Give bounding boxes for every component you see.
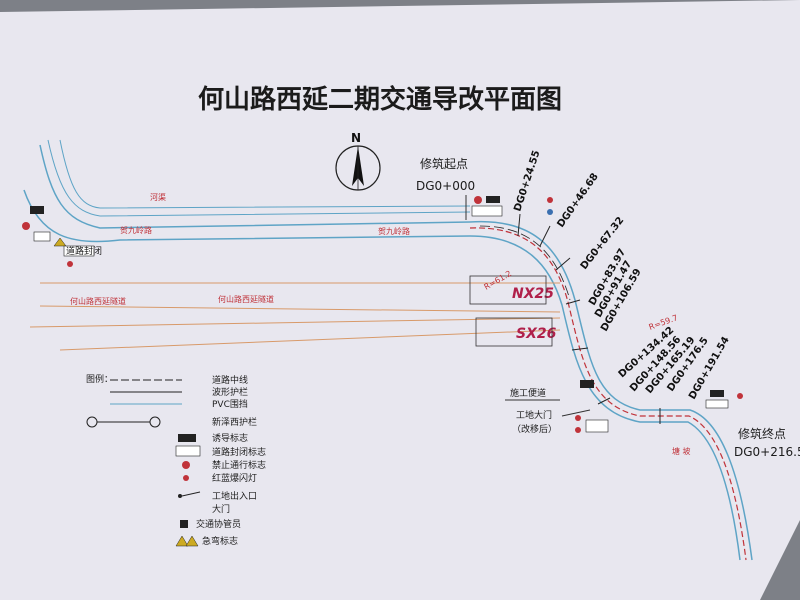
tunnel-label-mid: 何山路西延隧道 <box>218 294 274 304</box>
gate-sign-cluster <box>575 380 609 433</box>
start-sign-cluster <box>471 196 553 217</box>
gate-label: 工地大门 <box>516 409 552 421</box>
legend-item: 工地出入口 <box>212 490 257 502</box>
legend-item: PVC围挡 <box>212 398 248 410</box>
gate-note: （改移后） <box>512 423 557 435</box>
end-sign-cluster <box>705 390 743 409</box>
start-chainage: DG0+000 <box>416 179 475 193</box>
road-label-left: 贺九岭路 <box>120 225 152 235</box>
legend-item: 新泽西护栏 <box>212 416 257 428</box>
main-road <box>23 139 471 243</box>
tunnel-lines <box>29 282 561 351</box>
road-label-right: 贺九岭路 <box>378 226 410 236</box>
left-sign-cluster: 道路封闭 <box>22 206 102 267</box>
legend-item: 大门 <box>212 503 230 515</box>
side-road-label: 塘 坡 <box>672 446 691 456</box>
legend-item: 急弯标志 <box>202 535 238 547</box>
legend-item: 道路封闭标志 <box>212 446 266 458</box>
construction-access-label: 施工便道 <box>510 387 546 399</box>
legend: 图例： 道路中线 波形护栏 PVC围挡 新泽西护栏 诱导标志 道路封闭标志 禁止… <box>86 373 266 547</box>
north-label: N <box>351 131 361 145</box>
legend-item: 道路中线 <box>212 374 248 386</box>
north-arrow: N <box>335 131 381 191</box>
legend-item: 波形护栏 <box>212 386 248 398</box>
tunnel-label-left: 何山路西延隧道 <box>70 296 126 306</box>
page-title: 何山路西延二期交通导改平面图 <box>198 84 562 115</box>
station-ticks <box>517 213 661 424</box>
river-label: 河渠 <box>150 192 166 202</box>
legend-item: 诱导标志 <box>212 432 248 444</box>
end-chainage: DG0+216.5 <box>734 445 800 459</box>
end-label: 修筑终点 <box>738 426 786 441</box>
legend-item: 红蓝爆闪灯 <box>212 472 257 484</box>
nx25-box <box>469 275 547 305</box>
closure-sign-left: 道路封闭 <box>66 245 102 257</box>
sx26-box <box>475 317 553 347</box>
code-nx25: NX25 <box>512 286 554 302</box>
start-label: 修筑起点 <box>420 156 468 171</box>
code-sx26: SX26 <box>516 326 557 342</box>
legend-header: 图例： <box>86 373 113 385</box>
legend-item: 交通协管员 <box>196 518 241 530</box>
legend-item: 禁止通行标志 <box>212 459 266 471</box>
